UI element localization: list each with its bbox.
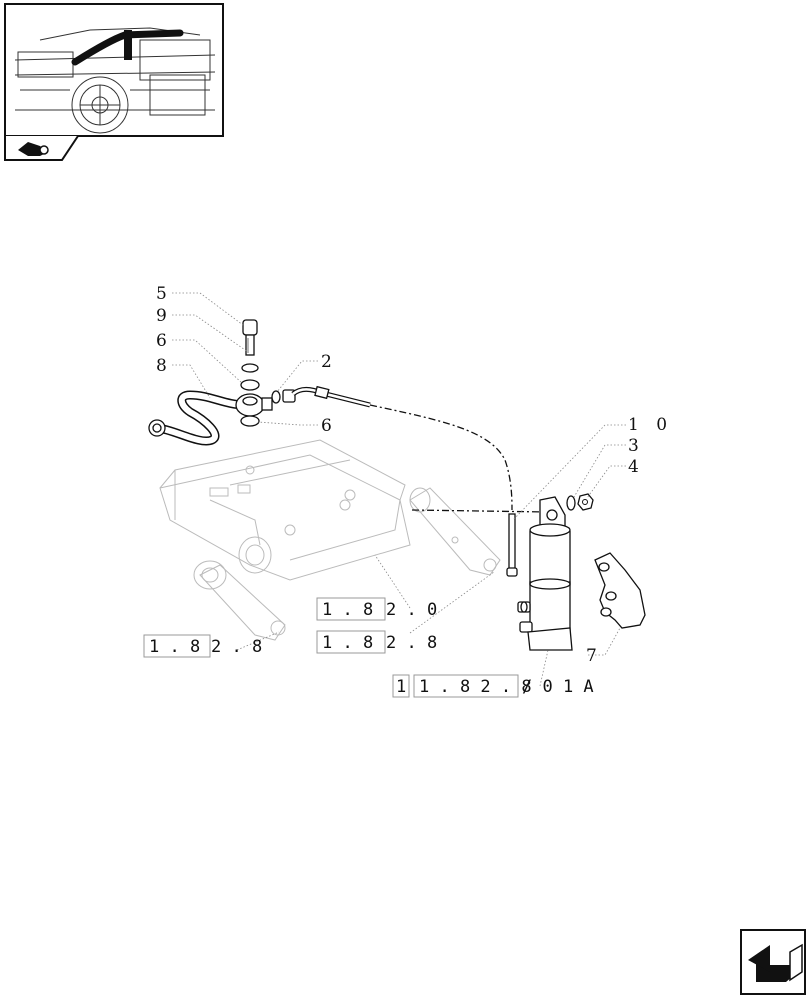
washer-6-upper[interactable] xyxy=(240,379,260,391)
washer-6-lower[interactable] xyxy=(240,415,260,427)
ref-tail-1-82-8-b: 2 . 8 xyxy=(211,637,262,657)
hydraulic-cylinder[interactable] xyxy=(517,496,573,651)
tractor-sketch xyxy=(14,27,216,134)
leader-lines xyxy=(172,292,626,687)
pipe-10[interactable] xyxy=(506,513,518,577)
ref-boxed-1-82-0: 1 . 8 xyxy=(322,600,373,620)
banjo-bolt-5[interactable] xyxy=(242,319,258,356)
ref-link-1-1-82-8-01a[interactable]: 1 1 . 8 2 . 8 / 0 1 A xyxy=(392,674,594,698)
nut-4[interactable] xyxy=(577,493,594,511)
ref-tail-1-82-0: 2 . 0 xyxy=(386,600,437,620)
ref-prefix-01a: 1 xyxy=(396,677,406,697)
previous-page-arrow-icon[interactable] xyxy=(740,929,806,995)
ref-link-1-82-8-a[interactable]: 1 . 8 2 . 8 xyxy=(316,630,437,654)
ref-link-1-82-0[interactable]: 1 . 8 2 . 0 xyxy=(316,597,437,621)
ref-boxed-1-82-8-b: 1 . 8 xyxy=(149,637,200,657)
callout-2: 2 xyxy=(321,352,333,372)
pipe-assembly-8[interactable] xyxy=(148,390,250,446)
washer-3[interactable] xyxy=(566,495,576,511)
hydraulic-section-icon xyxy=(18,142,49,156)
connection-route xyxy=(369,404,513,511)
callout-7: 7 xyxy=(586,646,598,666)
callout-8: 8 xyxy=(156,356,168,376)
bracket-7[interactable] xyxy=(594,552,646,629)
callout-4: 4 xyxy=(628,457,640,477)
callouts: 5 9 6 8 2 6 1 0 3 4 7 xyxy=(156,284,673,666)
location-thumbnail[interactable] xyxy=(4,3,224,161)
ref-link-1-82-8-b[interactable]: 1 . 8 2 . 8 xyxy=(143,634,262,658)
callout-9: 9 xyxy=(156,306,168,326)
callout-6-upper: 6 xyxy=(156,331,168,351)
callout-3: 3 xyxy=(628,436,640,456)
callout-6-lower: 6 xyxy=(321,416,333,436)
washer-9[interactable] xyxy=(241,363,259,373)
ref-tail-01a: / 0 1 A xyxy=(522,677,594,697)
callout-5: 5 xyxy=(156,284,168,304)
callout-10: 1 0 xyxy=(628,415,673,435)
ref-boxed-01a: 1 . 8 2 . 8 xyxy=(419,677,532,697)
pipe-2[interactable] xyxy=(271,385,371,408)
ref-boxed-1-82-8-a: 1 . 8 xyxy=(322,633,373,653)
banjo-fitting[interactable] xyxy=(235,393,273,417)
ref-tail-1-82-8-a: 2 . 8 xyxy=(386,633,437,653)
